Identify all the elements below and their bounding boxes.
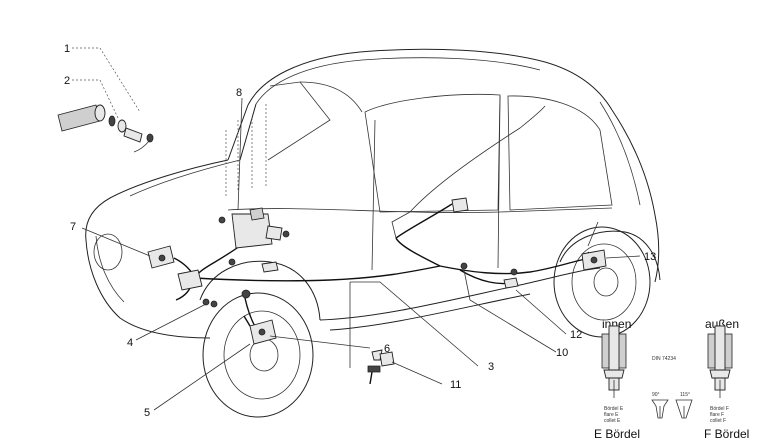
flare-inner-caption: E Bördel bbox=[594, 427, 640, 441]
callout-12: 12 bbox=[570, 329, 582, 341]
callout-6: 6 bbox=[384, 343, 390, 355]
callout-4: 4 bbox=[127, 337, 133, 349]
left-front-cylinder bbox=[147, 245, 203, 291]
front-wheel-cylinder bbox=[243, 315, 277, 345]
front-wheel bbox=[202, 292, 314, 418]
callout-leaders bbox=[72, 47, 641, 411]
flare-inner-note-2: flare E bbox=[604, 412, 619, 418]
callout-8: 8 bbox=[236, 87, 242, 99]
callout-10: 10 bbox=[556, 347, 568, 359]
callout-7: 7 bbox=[70, 221, 76, 233]
angle-label-90: 90° bbox=[652, 392, 660, 398]
flare-inner-note-1: Bördel E bbox=[604, 406, 624, 412]
callout-numbers: 1 2 3 4 5 6 7 8 10 11 12 13 bbox=[64, 43, 656, 419]
flare-outer-caption: F Bördel bbox=[704, 427, 749, 441]
clip-parts bbox=[367, 349, 395, 385]
flare-detail-inset: innen Bördel E flare E collet E E Bördel… bbox=[594, 317, 749, 441]
din-label: DIN 74234 bbox=[652, 356, 676, 362]
master-cylinder bbox=[218, 104, 290, 249]
rear-bracket bbox=[391, 105, 546, 239]
angle-label-115: 115° bbox=[680, 392, 690, 398]
callout-13: 13 bbox=[644, 251, 656, 263]
flare-inner-note-3: collet E bbox=[604, 418, 621, 424]
flare-inner-fitting bbox=[601, 325, 627, 398]
car-body-outline bbox=[85, 48, 661, 339]
rear-wheel-cylinder bbox=[581, 221, 607, 271]
callout-3: 3 bbox=[488, 361, 494, 373]
exploded-fitting bbox=[57, 104, 154, 153]
flare-angle-shapes: 90° 115° bbox=[651, 392, 693, 419]
callout-1: 1 bbox=[64, 43, 70, 55]
flare-outer-note-1: Bördel F bbox=[710, 406, 729, 412]
callout-11: 11 bbox=[450, 379, 461, 391]
callout-5: 5 bbox=[144, 407, 150, 419]
line-fittings bbox=[202, 258, 519, 308]
flare-outer-note-3: collet F bbox=[710, 418, 726, 424]
callout-2: 2 bbox=[64, 75, 70, 87]
flare-outer-title: außen bbox=[705, 317, 739, 331]
flare-outer-fitting bbox=[707, 325, 733, 398]
flare-outer-note-2: flare F bbox=[710, 412, 724, 418]
